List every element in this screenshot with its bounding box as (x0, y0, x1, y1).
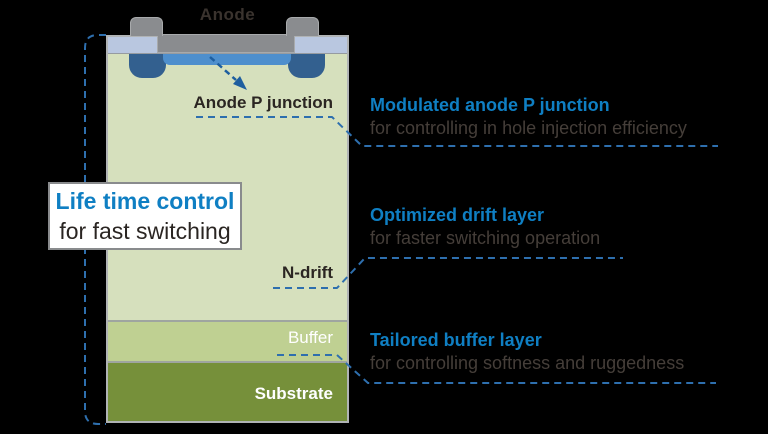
lifetime-control-callout: Life time control for fast switching (48, 182, 242, 250)
anode-electrode-tab-left (130, 17, 163, 36)
annotation-anode-p-junction: Modulated anode P junction for controlli… (370, 94, 687, 140)
buffer-label: Buffer (287, 328, 333, 347)
n-drift-label: N-drift (282, 263, 333, 282)
annotation-subtitle: for controlling in hole injection effici… (370, 118, 687, 138)
annotation-title: Tailored buffer layer (370, 330, 542, 350)
annotation-buffer-layer: Tailored buffer layer for controlling so… (370, 329, 684, 375)
annotation-drift-layer: Optimized drift layer for faster switchi… (370, 204, 600, 250)
annotation-subtitle: for controlling softness and ruggedness (370, 353, 685, 373)
callout-subtitle: for fast switching (59, 218, 231, 244)
annotation-title: Optimized drift layer (370, 205, 545, 225)
anode-label: Anode (199, 5, 256, 24)
substrate-label: Substrate (254, 384, 333, 403)
annotation-subtitle: for faster switching operation (370, 228, 601, 248)
annotation-title: Modulated anode P junction (370, 95, 610, 115)
callout-title: Life time control (55, 188, 235, 214)
anode-p-junction-label: Anode P junction (193, 93, 333, 112)
anode-electrode-tab-right (286, 17, 319, 36)
anode-electrode (157, 34, 295, 53)
